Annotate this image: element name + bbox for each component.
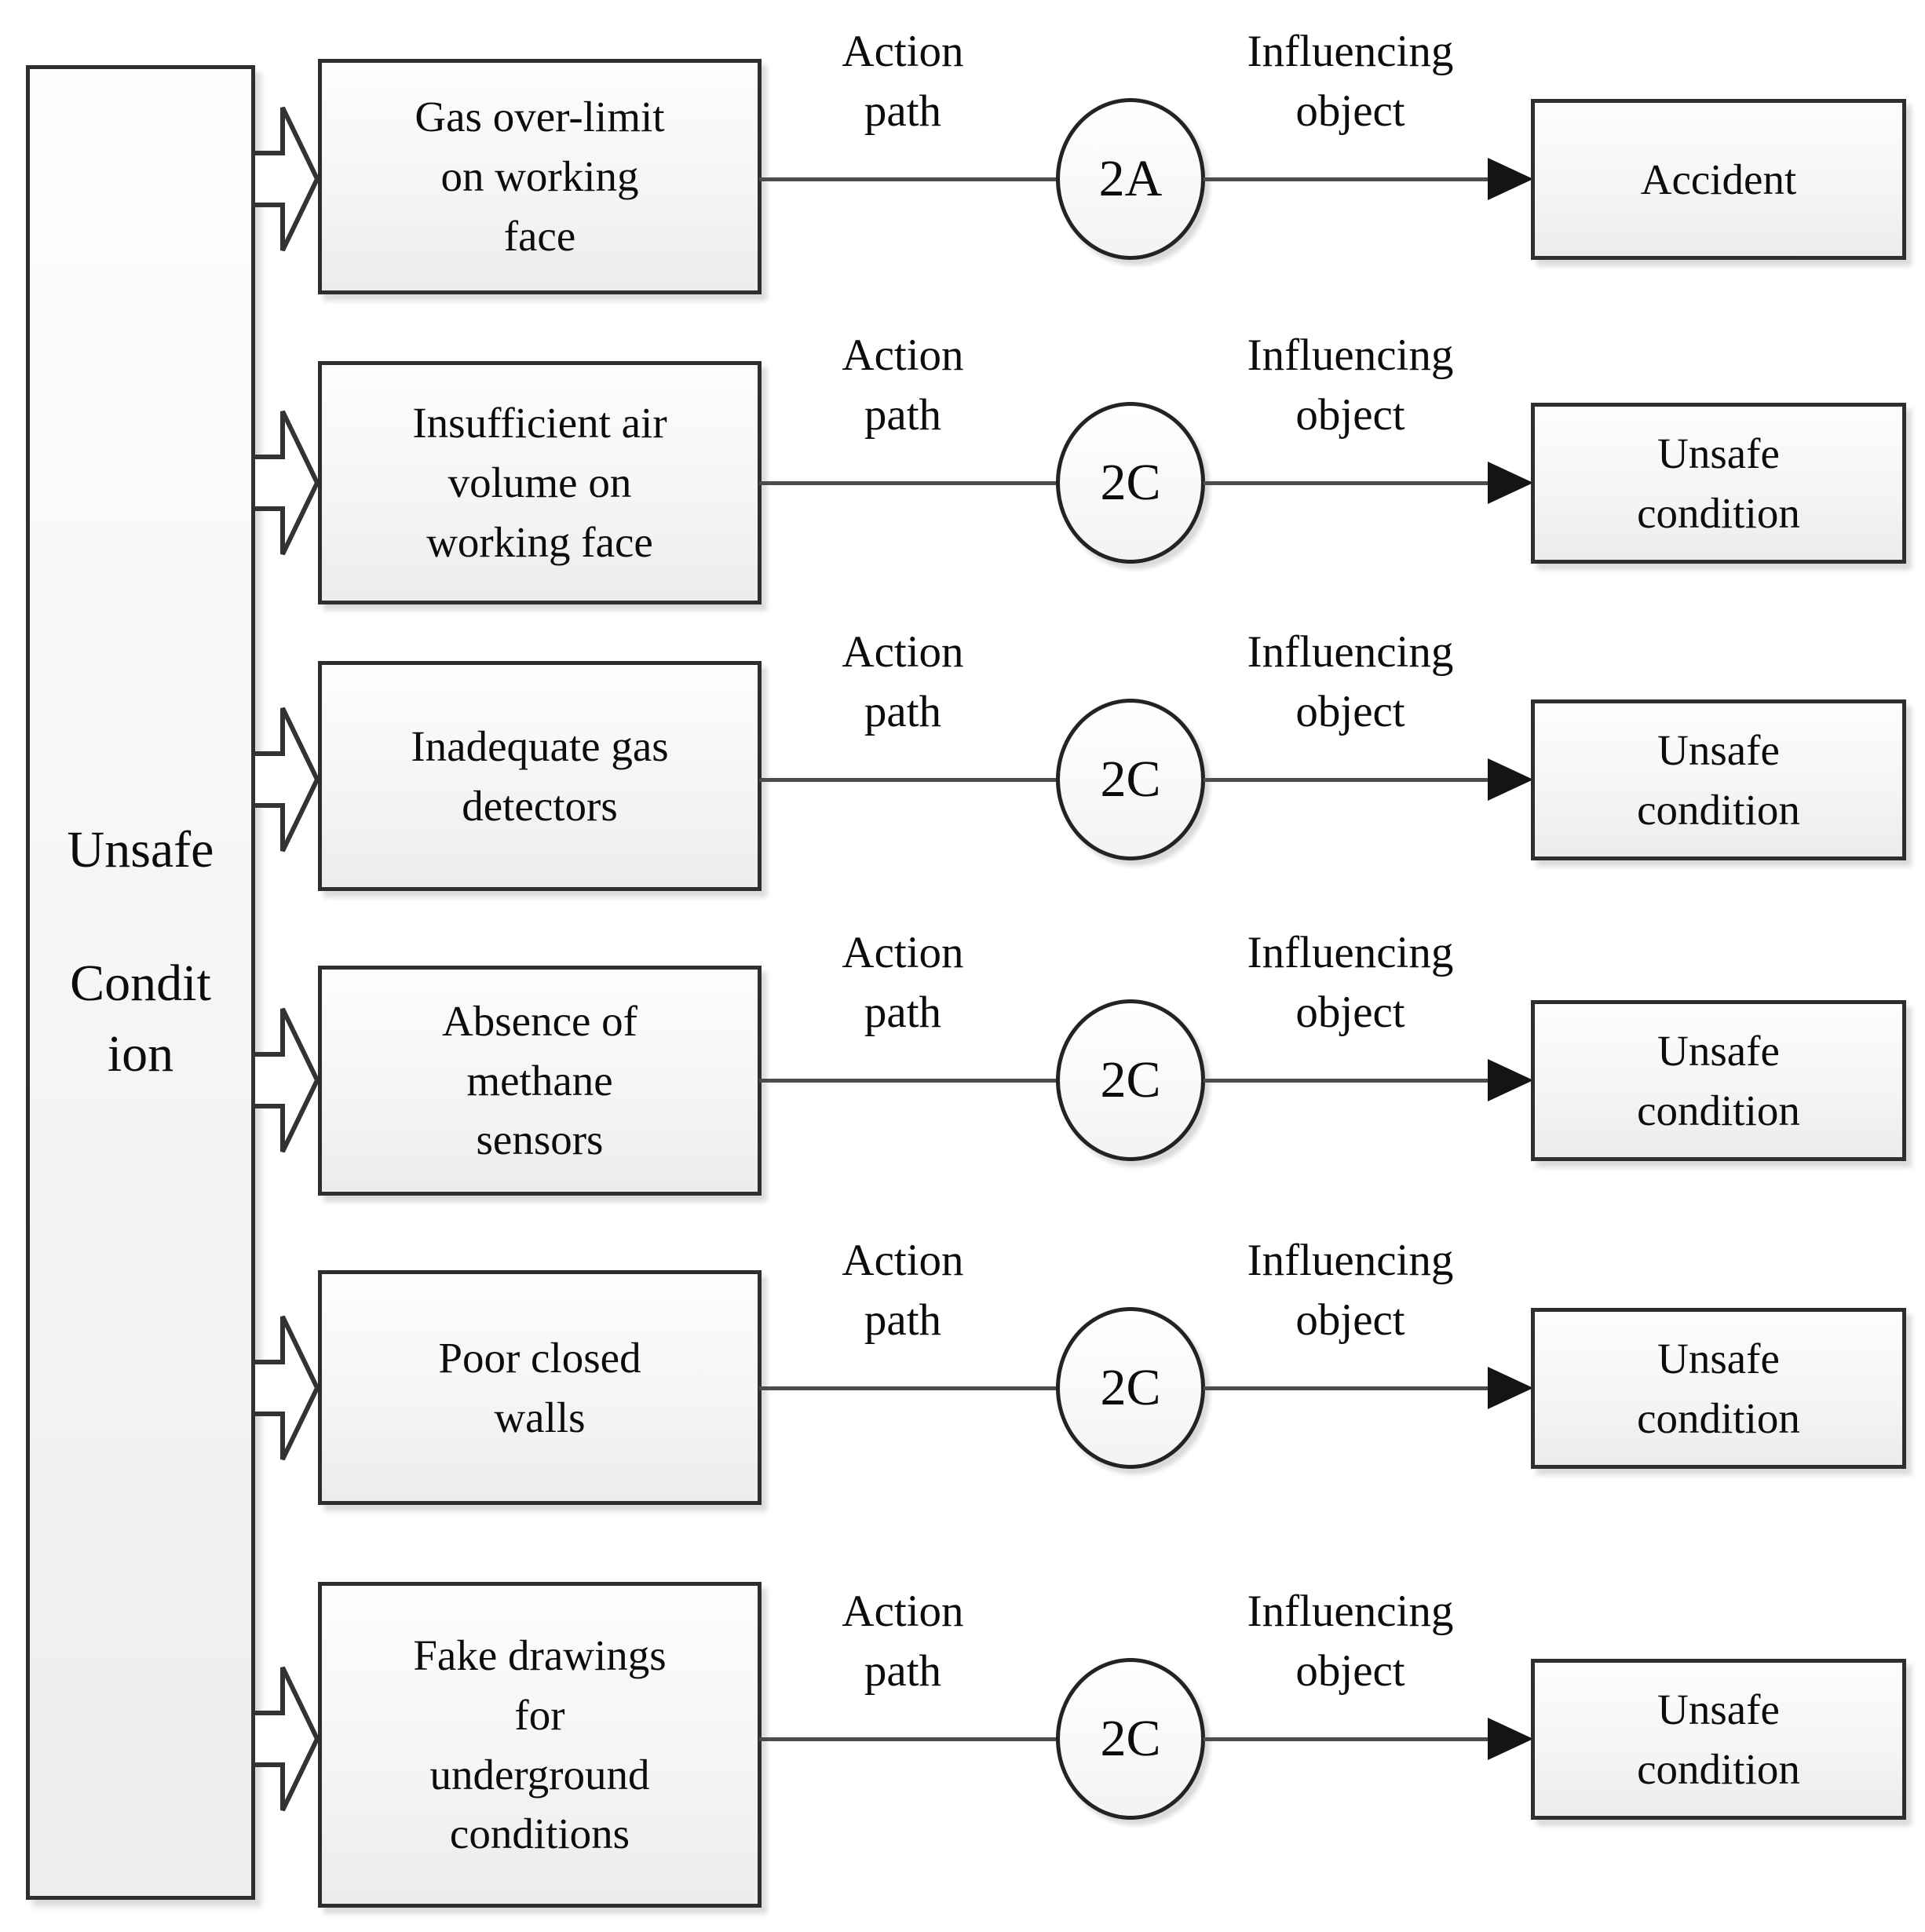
block-arrow-icon <box>251 106 320 252</box>
influencing-object-label: Influencing object <box>1247 331 1454 440</box>
action-path-label: Action path <box>842 331 964 440</box>
flow-line <box>1204 1079 1494 1083</box>
arrowhead-icon <box>1488 462 1533 504</box>
block-arrow-icon <box>251 1666 320 1812</box>
influencing-object-label: Influencing object <box>1247 1236 1454 1345</box>
outcome-box: Unsafe condition <box>1531 1000 1906 1161</box>
flow-line <box>1204 778 1494 782</box>
flow-line <box>1204 1386 1494 1390</box>
path-code-badge: 2C <box>1056 699 1205 860</box>
path-code-badge: 2C <box>1056 999 1205 1161</box>
outcome-box: Accident <box>1531 99 1906 260</box>
arrowhead-icon <box>1488 158 1533 200</box>
path-code-badge: 2A <box>1056 98 1205 260</box>
outcome-box: Unsafe condition <box>1531 699 1906 860</box>
block-arrow-icon <box>251 410 320 556</box>
influencing-object-label: Influencing object <box>1247 928 1454 1037</box>
arrowhead-icon <box>1488 1367 1533 1409</box>
path-code-badge: 2C <box>1056 1307 1205 1469</box>
action-path-label: Action path <box>842 627 964 736</box>
arrowhead-icon <box>1488 758 1533 801</box>
flow-line <box>759 1079 1057 1083</box>
outcome-box: Unsafe condition <box>1531 403 1906 564</box>
action-path-label: Action path <box>842 27 964 136</box>
influencing-object-label: Influencing object <box>1247 1587 1454 1696</box>
flow-line <box>759 1386 1057 1390</box>
action-path-label: Action path <box>842 1587 964 1696</box>
block-arrow-icon <box>251 1007 320 1153</box>
flow-line <box>1204 1737 1494 1741</box>
block-arrow-icon <box>251 707 320 853</box>
unsafe-condition-root-box: Unsafe Condit ion <box>26 65 255 1900</box>
cause-box: Absence of methane sensors <box>318 966 762 1196</box>
cause-box: Gas over-limit on working face <box>318 59 762 294</box>
flow-line <box>759 177 1057 181</box>
path-code-badge: 2C <box>1056 1658 1205 1820</box>
outcome-box: Unsafe condition <box>1531 1659 1906 1820</box>
influencing-object-label: Influencing object <box>1247 627 1454 736</box>
action-path-label: Action path <box>842 1236 964 1345</box>
path-code-badge: 2C <box>1056 402 1205 564</box>
action-path-label: Action path <box>842 928 964 1037</box>
flow-line <box>759 481 1057 485</box>
flow-line <box>1204 481 1494 485</box>
outcome-box: Unsafe condition <box>1531 1308 1906 1469</box>
flow-line <box>759 1737 1057 1741</box>
influencing-object-label: Influencing object <box>1247 27 1454 136</box>
flow-line <box>1204 177 1494 181</box>
arrowhead-icon <box>1488 1718 1533 1760</box>
cause-box: Poor closed walls <box>318 1270 762 1505</box>
cause-box: Inadequate gas detectors <box>318 661 762 891</box>
block-arrow-icon <box>251 1315 320 1461</box>
cause-box: Insufficient air volume on working face <box>318 361 762 604</box>
flow-line <box>759 778 1057 782</box>
cause-box: Fake drawings for underground conditions <box>318 1582 762 1908</box>
root-box-label: Unsafe Condit ion <box>67 821 214 1083</box>
arrowhead-icon <box>1488 1059 1533 1101</box>
